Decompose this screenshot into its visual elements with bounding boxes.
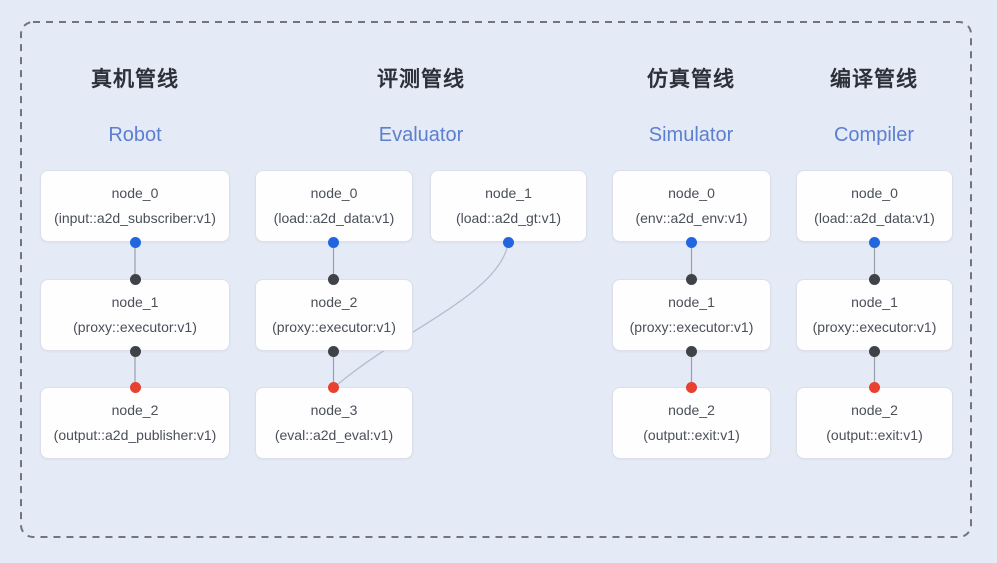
node-name: node_1 xyxy=(111,294,159,310)
node-type: (load::a2d_data:v1) xyxy=(814,210,935,226)
node-name: node_1 xyxy=(851,294,898,310)
node-type: (input::a2d_subscriber:v1) xyxy=(54,210,216,226)
node-type: (output::exit:v1) xyxy=(643,427,740,443)
node-type: (output::exit:v1) xyxy=(826,427,923,443)
node-box-compiler-node2: node_2 (output::exit:v1) xyxy=(796,387,953,459)
node-type: (output::a2d_publisher:v1) xyxy=(53,427,217,443)
node-type: (proxy::executor:v1) xyxy=(629,319,754,335)
port-dot-simulator-node1-in xyxy=(686,273,697,285)
port-dot-robot-node0-out xyxy=(129,236,141,248)
node-box-simulator-node2: node_2 (output::exit:v1) xyxy=(612,387,771,459)
node-box-simulator-node1: node_1 (proxy::executor:v1) xyxy=(612,279,771,351)
pipeline-title-zh-simulator: 仿真管线 xyxy=(647,68,735,91)
node-type: (env::a2d_env:v1) xyxy=(635,210,748,226)
pipeline-title-en-compiler: Compiler xyxy=(833,124,915,146)
port-dot-evaluator-node2-out xyxy=(328,345,339,357)
node-box-robot-node0: node_0 (input::a2d_subscriber:v1) xyxy=(40,170,230,242)
node-type: (proxy::executor:v1) xyxy=(272,319,396,335)
port-dot-evaluator-node1-out xyxy=(503,236,514,248)
pipeline-title-zh-robot: 真机管线 xyxy=(91,68,179,91)
node-box-simulator-node0: node_0 (env::a2d_env:v1) xyxy=(612,170,771,242)
port-dot-compiler-node1-in xyxy=(869,273,880,285)
node-name: node_2 xyxy=(668,402,715,418)
port-dot-robot-node1-in xyxy=(129,273,141,285)
node-name: node_3 xyxy=(310,402,358,418)
port-dot-robot-node1-out xyxy=(129,345,141,357)
port-dot-compiler-node1-out xyxy=(869,345,880,357)
node-name: node_1 xyxy=(485,185,532,201)
node-box-compiler-node0: node_0 (load::a2d_data:v1) xyxy=(796,170,953,242)
node-box-robot-node2: node_2 (output::a2d_publisher:v1) xyxy=(40,387,230,459)
node-type: (eval::a2d_eval:v1) xyxy=(274,427,394,443)
node-box-robot-node1: node_1 (proxy::executor:v1) xyxy=(40,279,230,351)
pipeline-title-zh-compiler: 编译管线 xyxy=(830,68,918,91)
port-dot-evaluator-node3-in xyxy=(328,382,339,393)
pipeline-title-zh-evaluator: 评测管线 xyxy=(377,68,465,91)
node-type: (load::a2d_data:v1) xyxy=(273,210,395,226)
port-dot-evaluator-node0-out xyxy=(328,236,339,248)
node-box-evaluator-node2: node_2 (proxy::executor:v1) xyxy=(255,279,413,351)
port-dot-robot-node2-in xyxy=(129,382,141,393)
pipeline-title-en-evaluator: Evaluator xyxy=(378,124,464,146)
node-name: node_2 xyxy=(111,402,159,418)
node-name: node_2 xyxy=(310,294,358,310)
connection-lines xyxy=(134,241,876,389)
node-type: (proxy::executor:v1) xyxy=(73,319,197,335)
port-dot-compiler-node2-in xyxy=(869,382,880,393)
pipeline-title-en-robot: Robot xyxy=(108,124,162,146)
port-dot-compiler-node0-out xyxy=(869,236,880,248)
node-box-compiler-node1: node_1 (proxy::executor:v1) xyxy=(796,279,953,351)
node-name: node_0 xyxy=(310,185,358,201)
edge-evaluator-1-3 xyxy=(333,241,510,389)
node-box-evaluator-node1: node_1 (load::a2d_gt:v1) xyxy=(430,170,587,242)
port-dot-simulator-node0-out xyxy=(686,236,697,248)
port-dot-simulator-node2-in xyxy=(686,382,697,393)
port-dot-simulator-node1-out xyxy=(686,345,697,357)
pipeline-title-en-simulator: Simulator xyxy=(648,124,734,146)
port-dot-evaluator-node2-in xyxy=(328,273,339,285)
node-name: node_0 xyxy=(668,185,715,201)
node-name: node_0 xyxy=(111,185,159,201)
node-type: (proxy::executor:v1) xyxy=(812,319,937,335)
node-box-evaluator-node0: node_0 (load::a2d_data:v1) xyxy=(255,170,413,242)
node-type: (load::a2d_gt:v1) xyxy=(455,210,562,226)
dashed-frame xyxy=(20,21,972,538)
node-name: node_1 xyxy=(668,294,715,310)
node-name: node_2 xyxy=(851,402,898,418)
node-name: node_0 xyxy=(851,185,898,201)
node-box-evaluator-node3: node_3 (eval::a2d_eval:v1) xyxy=(255,387,413,459)
